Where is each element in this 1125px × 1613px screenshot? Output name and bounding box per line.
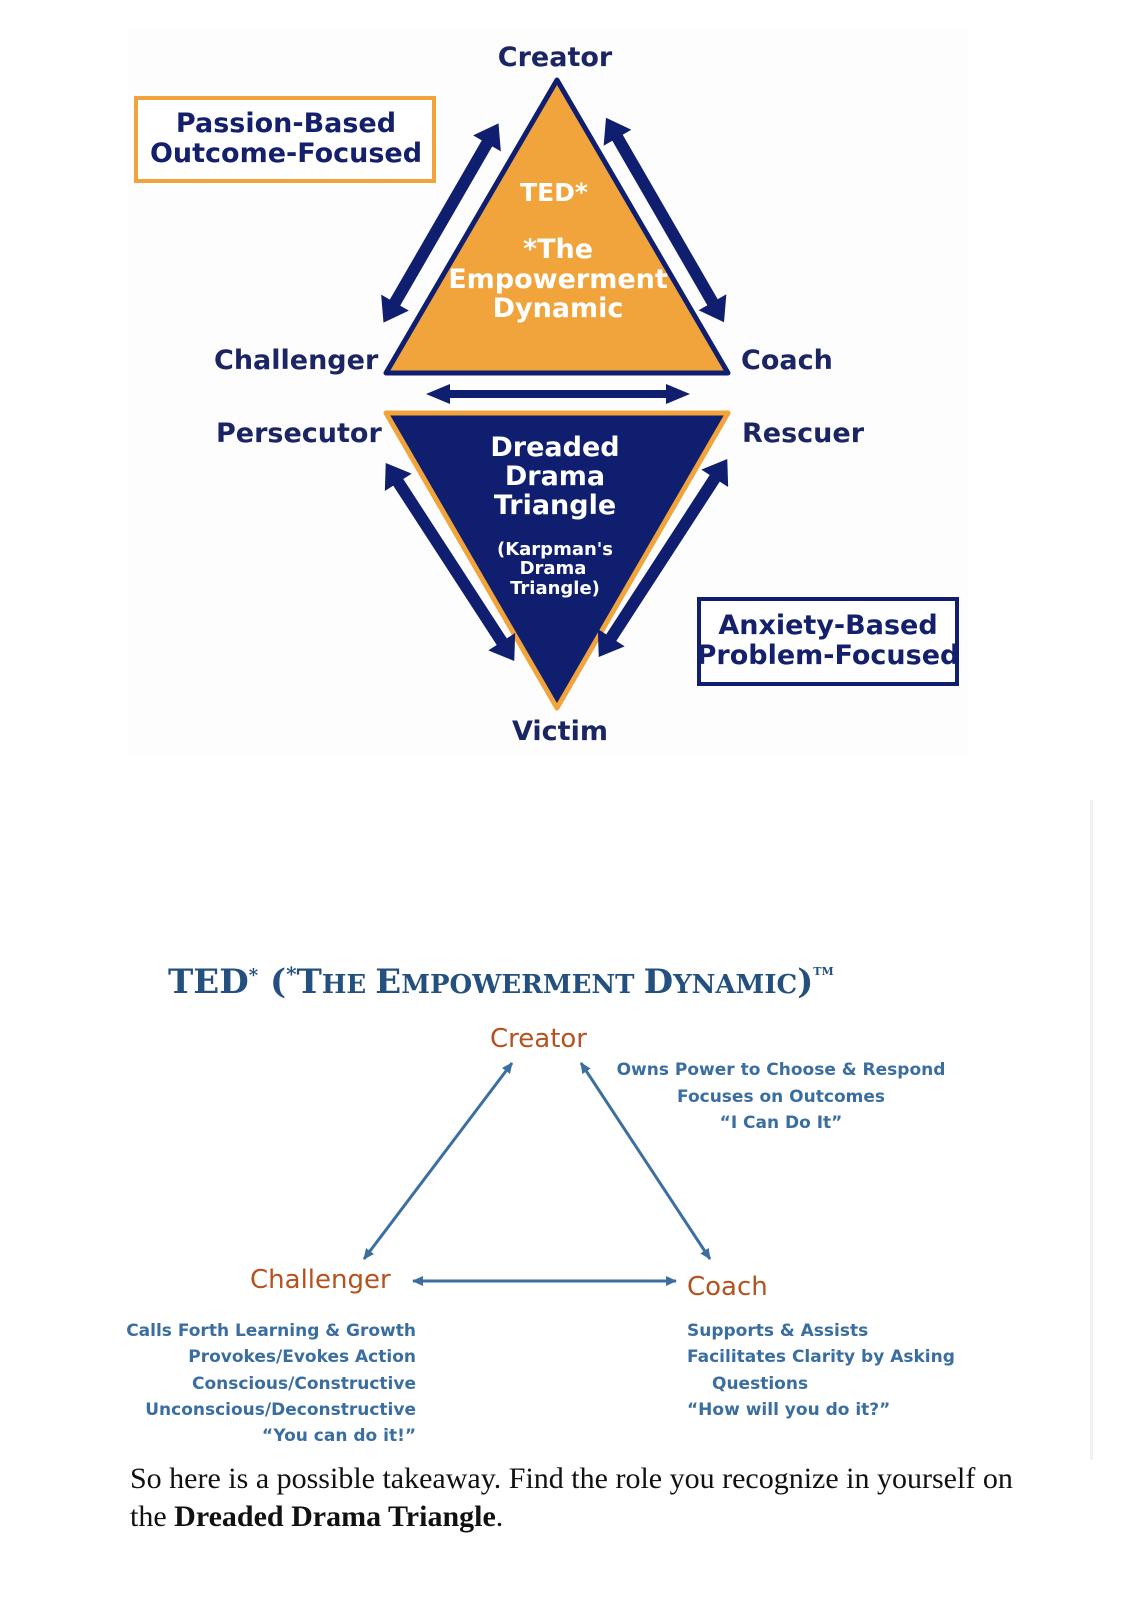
drama-line1: Dreaded — [490, 432, 619, 463]
challenger-desc-1: Calls Forth Learning & Growth — [126, 1321, 416, 1341]
arrow-creator-challenger — [362, 1062, 514, 1260]
creator-desc-3: “I Can Do It” — [720, 1113, 843, 1133]
label-creator: Creator — [498, 42, 613, 73]
challenger-description: Calls Forth Learning & Growth Provokes/E… — [126, 1321, 416, 1446]
challenger-desc-2: Provokes/Evokes Action — [188, 1347, 416, 1367]
title-part3a: * — [286, 962, 297, 986]
creator-desc-2: Focuses on Outcomes — [677, 1087, 885, 1107]
arrow-top-right — [603, 117, 727, 323]
ted-line4: Dynamic — [493, 293, 624, 324]
arrow-middle — [426, 384, 690, 404]
ted-challenger-label: Challenger — [250, 1265, 391, 1295]
label-victim: Victim — [512, 716, 608, 747]
label-challenger: Challenger — [214, 345, 379, 376]
anxiety-line1: Anxiety-Based — [718, 610, 937, 641]
drama-sub2: Drama — [520, 558, 587, 579]
arrow-top-left — [381, 123, 501, 323]
ted-line2: *The — [523, 234, 593, 265]
double-arrows — [381, 117, 729, 661]
drama-sub1: (Karpman's — [497, 539, 613, 560]
ted-coach-label: Coach — [687, 1272, 768, 1302]
arrow-creator-coach — [579, 1062, 712, 1260]
challenger-desc-3: Conscious/Constructive — [192, 1374, 416, 1394]
caption-text: So here is a possible takeaway. Find the… — [130, 1462, 1013, 1533]
arrow-bottom-right — [597, 459, 729, 657]
drama-line3: Triangle — [494, 490, 616, 521]
coach-desc-4: “How will you do it?” — [687, 1400, 890, 1420]
title-tm: TM — [813, 965, 833, 978]
drama-line2: Drama — [505, 461, 605, 492]
creator-desc-1: Owns Power to Choose & Respond — [617, 1060, 946, 1080]
challenger-desc-5: “You can do it!” — [262, 1426, 416, 1446]
title-part4: HE — [322, 970, 375, 1000]
takeaway-caption: So here is a possible takeaway. Find the… — [130, 1460, 1030, 1536]
drama-sub3: Triangle) — [510, 578, 600, 599]
passion-line1: Passion-Based — [176, 108, 396, 139]
title-star: * — [249, 965, 259, 986]
passion-box — [134, 96, 436, 183]
coach-desc-3: Questions — [712, 1374, 808, 1394]
empowerment-drama-diagram: Creator Challenger Coach Persecutor Resc… — [128, 28, 968, 758]
title-part8: YNAMIC — [672, 970, 797, 1000]
title-part7: D — [644, 962, 673, 1002]
challenger-desc-4: Unconscious/Deconstructive — [145, 1400, 416, 1420]
ted-diagram: TED* (*THE EMPOWERMENT DYNAMIC)TM Creato… — [120, 800, 1093, 1460]
title-part5: E — [375, 962, 401, 1002]
title-part9: ) — [797, 962, 813, 1002]
drama-triangle — [383, 410, 731, 711]
anxiety-box — [697, 597, 959, 686]
creator-description: Owns Power to Choose & Respond Focuses o… — [617, 1060, 946, 1133]
coach-description: Supports & Assists Facilitates Clarity b… — [687, 1321, 955, 1420]
label-rescuer: Rescuer — [742, 418, 865, 449]
passion-line2: Outcome-Focused — [150, 138, 422, 169]
title-part1: TED — [168, 962, 249, 1002]
ted-title: TED* (*THE EMPOWERMENT DYNAMIC)TM — [168, 962, 834, 1002]
ted-line3: Empowerment — [448, 264, 668, 295]
diagram-canvas: Creator Challenger Coach Persecutor Resc… — [134, 42, 960, 747]
title-part2: ( — [258, 962, 286, 1002]
caption-end: . — [495, 1500, 504, 1533]
title-part6: MPOWERMENT — [401, 970, 643, 1000]
coach-desc-2: Facilitates Clarity by Asking — [687, 1347, 955, 1367]
label-coach: Coach — [741, 345, 833, 376]
ted-creator-label: Creator — [490, 1024, 587, 1054]
anxiety-line2: Problem-Focused — [697, 640, 960, 671]
ted-canvas: TED* (*THE EMPOWERMENT DYNAMIC)TM Creato… — [126, 962, 955, 1446]
caption-bold: Dreaded Drama Triangle — [174, 1500, 496, 1533]
ted-triangle — [383, 77, 731, 376]
ted-line1: TED* — [520, 178, 588, 207]
arrow-bottom-left — [384, 463, 516, 661]
coach-desc-1: Supports & Assists — [687, 1321, 868, 1341]
title-part3b: T — [297, 962, 322, 1002]
label-persecutor: Persecutor — [216, 418, 382, 449]
